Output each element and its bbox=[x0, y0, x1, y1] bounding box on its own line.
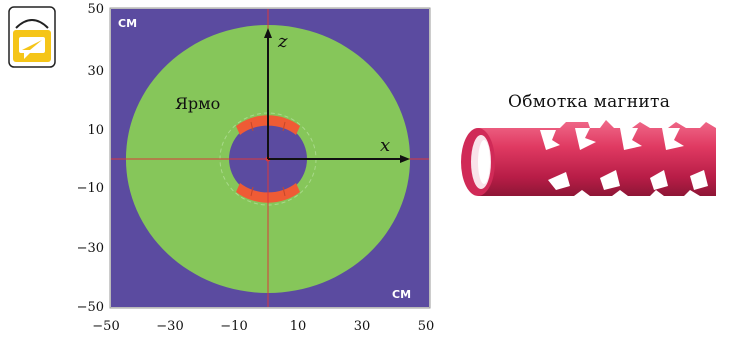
x-tick: 30 bbox=[354, 319, 371, 334]
y-tick: 10 bbox=[87, 123, 104, 138]
y-tick: −10 bbox=[77, 181, 104, 196]
unit-label-top: CM bbox=[118, 17, 137, 30]
y-tick: −50 bbox=[77, 300, 104, 315]
yoke-ring bbox=[125, 24, 411, 293]
y-tick: 30 bbox=[87, 64, 104, 79]
x-tick: −50 bbox=[92, 319, 119, 334]
sticky-note-icon[interactable] bbox=[8, 6, 56, 68]
z-axis-letter: z bbox=[277, 31, 288, 52]
magnet-coil-illustration bbox=[461, 120, 716, 196]
x-tick: 50 bbox=[418, 319, 435, 334]
x-axis-letter: x bbox=[380, 135, 390, 156]
x-tick-labels: −50 −30 −10 10 30 50 bbox=[92, 319, 434, 334]
y-tick: 50 bbox=[87, 2, 104, 17]
x-tick: −10 bbox=[220, 319, 247, 334]
x-tick: −30 bbox=[156, 319, 183, 334]
x-tick: 10 bbox=[290, 319, 307, 334]
yoke-label: Ярмо bbox=[175, 94, 220, 113]
unit-label-bottom: CM bbox=[392, 288, 411, 301]
coil-title: Обмотка магнита bbox=[508, 92, 671, 112]
y-tick-labels: 50 30 10 −10 −30 −50 bbox=[77, 2, 104, 315]
y-tick: −30 bbox=[77, 241, 104, 256]
